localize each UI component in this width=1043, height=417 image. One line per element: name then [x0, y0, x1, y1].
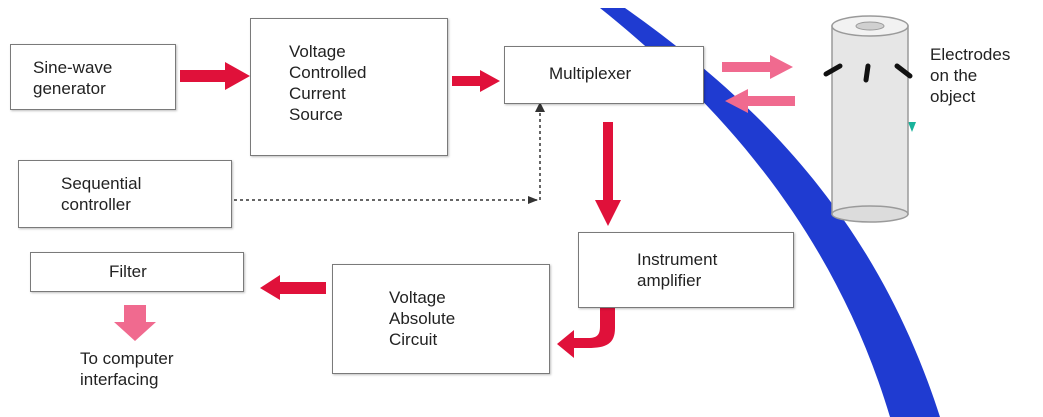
arrow-sine-to-vccs — [180, 62, 250, 90]
to-computer-label: To computer interfacing — [80, 349, 174, 389]
teal-mark — [908, 122, 916, 132]
filter-block: Filter — [30, 252, 244, 292]
electrodes-label: Electrodes on the object — [930, 45, 1011, 106]
sine-wave-generator-block: Sine-wave generator — [10, 44, 176, 110]
filter-label: Filter — [109, 262, 147, 281]
voltage-absolute-circuit-block: Voltage Absolute Circuit — [332, 264, 550, 374]
voltage-absolute-circuit-label: Voltage Absolute Circuit — [389, 288, 456, 349]
control-arrowhead-up — [535, 102, 545, 112]
electrode-arrows — [114, 55, 795, 341]
control-arrowhead-right — [528, 196, 538, 204]
arrow-filter-to-computer — [114, 305, 156, 341]
multiplexer-block: Multiplexer — [504, 46, 704, 104]
arrow-abs-to-filter — [260, 275, 326, 300]
instrument-amplifier-block: Instrument amplifier — [578, 232, 794, 308]
arrow-mux-to-amp — [595, 122, 621, 226]
arrow-mux-to-electrodes — [722, 55, 793, 79]
instrument-amplifier-label: Instrument amplifier — [637, 250, 718, 290]
vccs-label: Voltage Controlled Current Source — [289, 42, 367, 124]
arrow-electrodes-to-mux — [725, 89, 795, 113]
electrode-marks — [823, 63, 913, 83]
control-line — [234, 110, 541, 201]
vccs-block: Voltage Controlled Current Source — [250, 18, 448, 156]
arrow-amp-to-abs — [557, 308, 615, 358]
object-surface-band — [600, 8, 940, 417]
sequential-controller-block: Sequential controller — [18, 160, 232, 228]
sine-wave-generator-label: Sine-wave generator — [33, 58, 113, 98]
multiplexer-label: Multiplexer — [549, 64, 632, 83]
signal-arrows — [180, 62, 621, 358]
arrow-vccs-to-mux — [452, 70, 500, 92]
cylinder-object — [831, 15, 909, 223]
sequential-controller-label: Sequential controller — [61, 174, 142, 214]
